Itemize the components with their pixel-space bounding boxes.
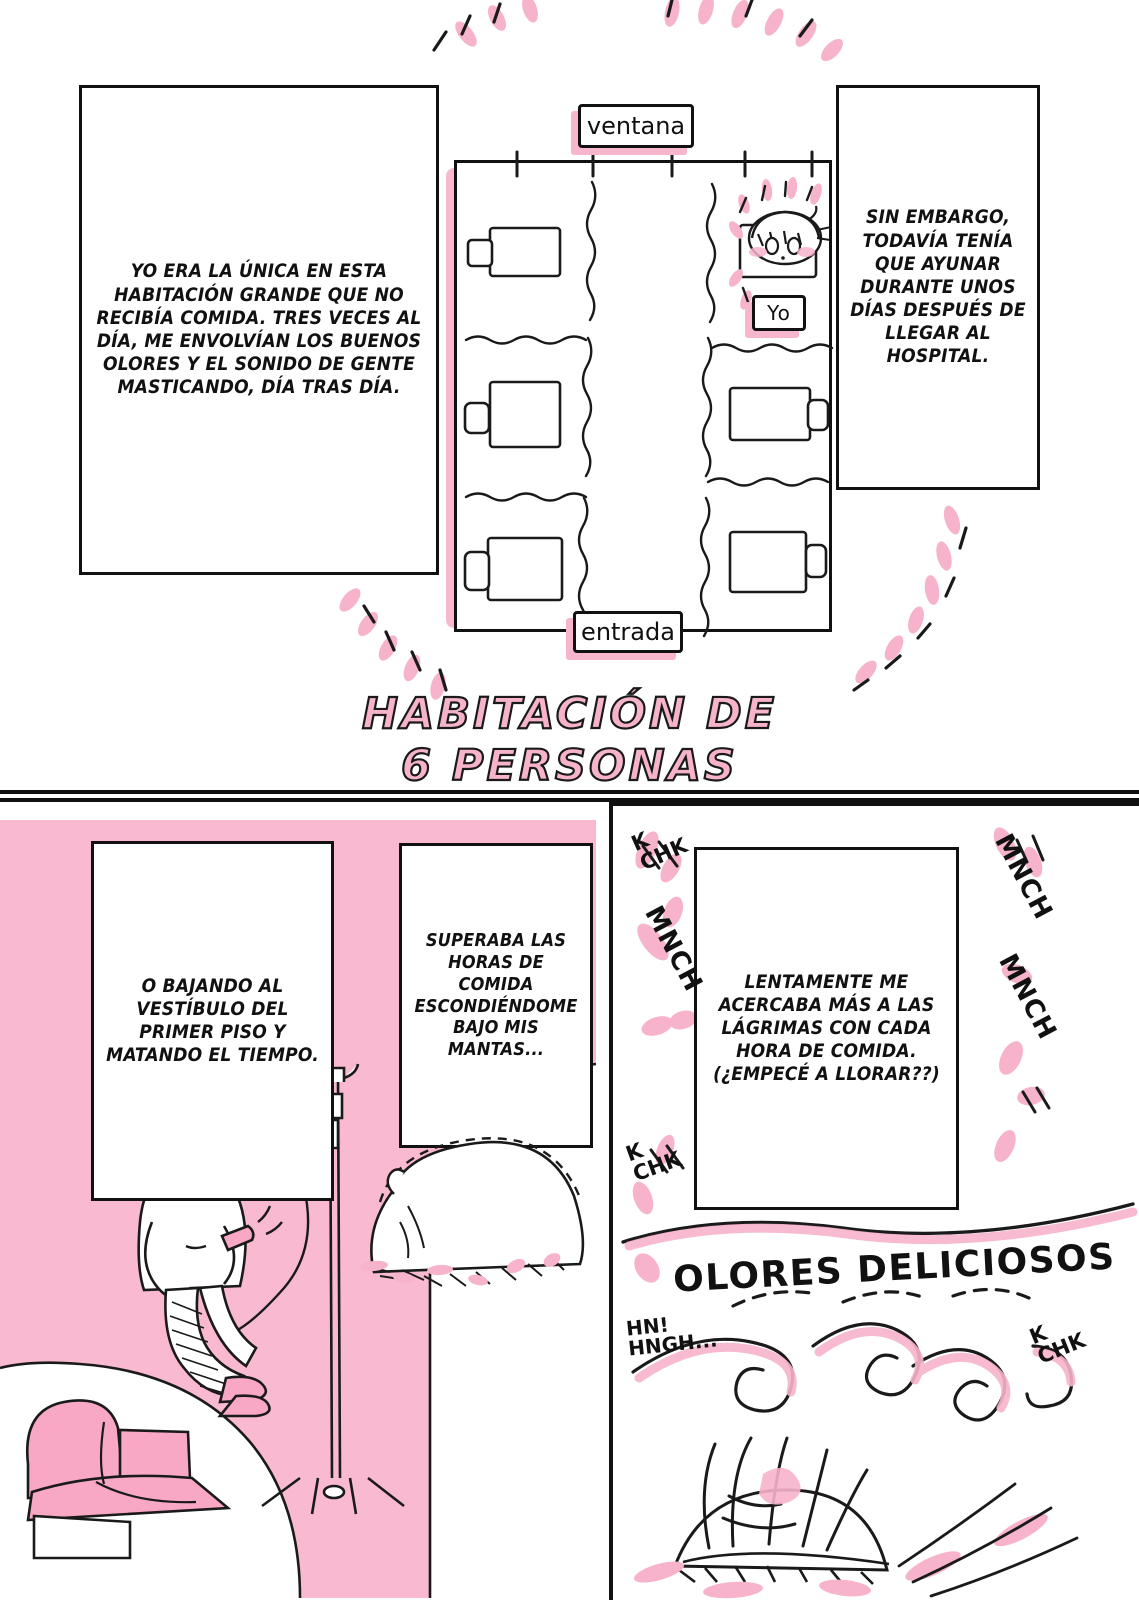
label-entrance: entrada bbox=[566, 611, 683, 660]
label-window: ventana bbox=[571, 104, 694, 155]
room-diagram bbox=[440, 160, 832, 632]
page-title-line1: HABITACIÓN DE bbox=[361, 688, 778, 740]
label-window-text: ventana bbox=[586, 112, 686, 140]
steam-swirls bbox=[623, 1204, 1133, 1420]
food-bowl bbox=[633, 1438, 1077, 1599]
decorative-pink-dashes bbox=[339, 0, 1139, 700]
page-title: HABITACIÓN DE 6 PERSONAS bbox=[0, 688, 1139, 793]
page-title-line2: 6 PERSONAS bbox=[400, 740, 738, 792]
caption-box-right: SIN EMBARGO, TODAVÍA TENÍA QUE AYUNAR DU… bbox=[836, 85, 1040, 490]
self-character-head bbox=[749, 206, 831, 264]
caption-box-bl-1: O BAJANDO AL VESTÍBULO DEL PRIMER PISO Y… bbox=[91, 841, 334, 1201]
caption-box-bl-2: SUPERABA LAS HORAS DE COMIDA ESCONDIÉNDO… bbox=[399, 843, 593, 1148]
label-self: Yo bbox=[745, 295, 806, 338]
divider-line-bottom bbox=[0, 798, 1139, 802]
label-self-text: Yo bbox=[767, 301, 791, 325]
label-entrance-body: entrada bbox=[573, 611, 683, 653]
label-entrance-text: entrada bbox=[581, 618, 675, 646]
caption-br-text: LENTAMENTE ME ACERCABA MÁS A LAS LÁGRIMA… bbox=[713, 970, 940, 1086]
caption-box-br: LENTAMENTE ME ACERCABA MÁS A LAS LÁGRIMA… bbox=[694, 847, 959, 1210]
sfx-hngh-bottom-left: HN! HNGH... bbox=[624, 1312, 719, 1361]
panel-br-art bbox=[613, 827, 1139, 1599]
caption-left-text: YO ERA LA ÚNICA EN ESTA HABITACIÓN GRAND… bbox=[96, 260, 422, 399]
label-self-body: Yo bbox=[752, 295, 806, 331]
caption-bl-1-text: O BAJANDO AL VESTÍBULO DEL PRIMER PISO Y… bbox=[106, 974, 319, 1067]
caption-box-left: YO ERA LA ÚNICA EN ESTA HABITACIÓN GRAND… bbox=[79, 85, 439, 575]
caption-right-text: SIN EMBARGO, TODAVÍA TENÍA QUE AYUNAR DU… bbox=[850, 206, 1026, 368]
divider-line-top bbox=[0, 790, 1139, 794]
caption-bl-2-text: SUPERABA LAS HORAS DE COMIDA ESCONDIÉNDO… bbox=[414, 929, 578, 1061]
panel-bottom-left: O BAJANDO AL VESTÍBULO DEL PRIMER PISO Y… bbox=[0, 802, 600, 1600]
page-divider bbox=[0, 790, 1139, 802]
panel-top: YO ERA LA ÚNICA EN ESTA HABITACIÓN GRAND… bbox=[0, 0, 1139, 793]
panel-bottom-right: LENTAMENTE ME ACERCABA MÁS A LAS LÁGRIMA… bbox=[609, 802, 1139, 1600]
room-contents bbox=[440, 160, 832, 632]
label-window-body: ventana bbox=[578, 104, 694, 148]
